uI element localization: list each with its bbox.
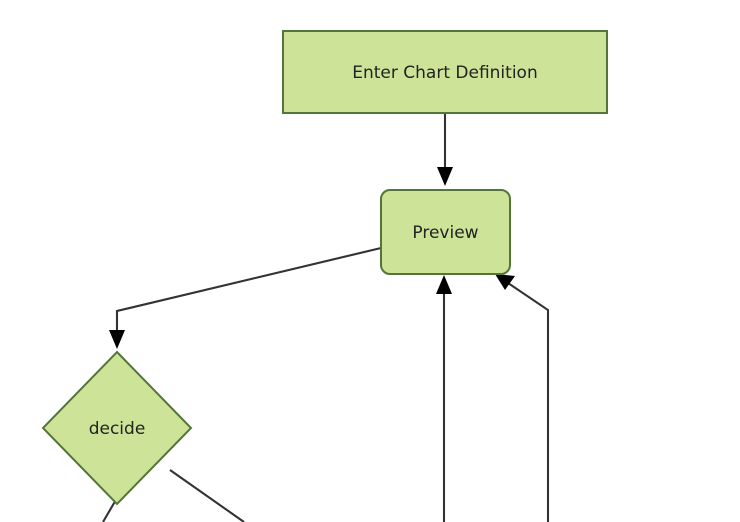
node-label-preview: Preview [412,223,478,243]
edge-enter-to-preview [437,113,453,186]
node-diamond[interactable] [41,350,193,506]
arrow-head-down-icon [437,167,453,186]
edge-line [507,282,550,522]
edge-decide-out-right [169,469,245,522]
node-enter-chart-definition[interactable]: Enter Chart Definition [282,30,608,114]
node-decide[interactable]: decide [41,350,193,506]
edge-return-center-to-preview [436,275,452,522]
edge-line [169,469,245,522]
arrow-head-up-icon [436,275,452,294]
node-label-decide: decide [89,419,146,439]
edge-preview-to-decide [109,246,382,349]
arrow-head-down-icon [109,330,125,349]
node-preview[interactable]: Preview [380,189,511,275]
node-rounded-rectangle[interactable] [380,189,511,275]
node-label-enter: Enter Chart Definition [352,63,537,83]
node-rectangle[interactable] [282,30,608,114]
edge-line [115,246,382,332]
edge-return-right-to-preview [495,274,550,522]
arrow-head-upleft-icon [495,274,515,290]
